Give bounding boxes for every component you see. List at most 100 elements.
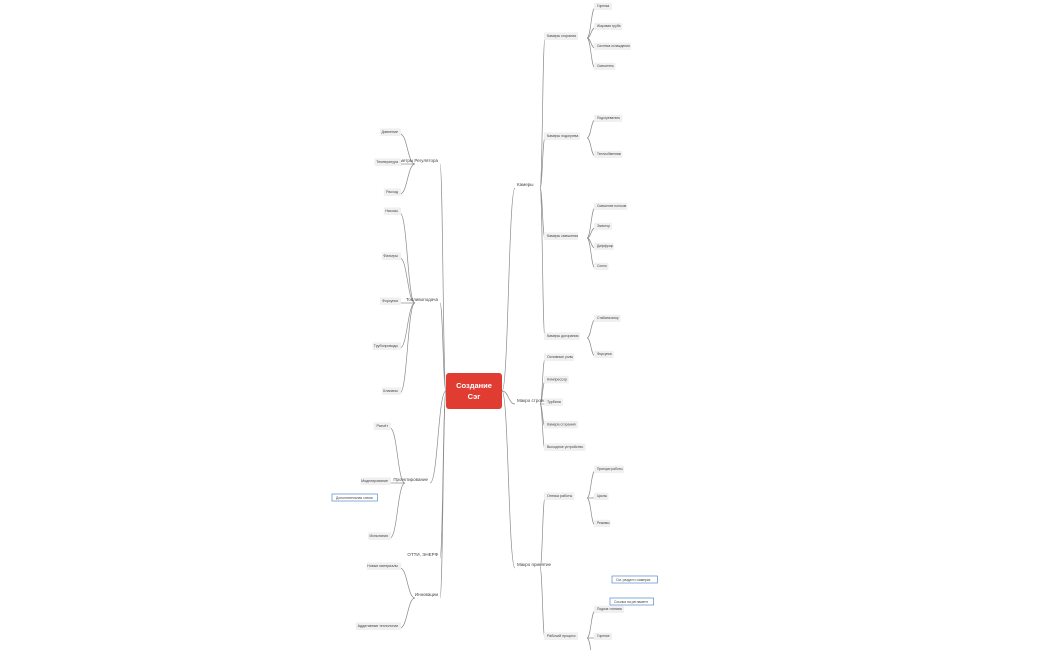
connector-line [439,390,447,599]
subtopic-right-1-4-box [544,443,586,451]
subtopic-right-1-4[interactable]: Выходное устройство [544,443,586,451]
subtopic-left-1-0-box [383,207,401,215]
connector-line [586,470,596,499]
subtopic-left-0-2-text: Расход [386,190,399,194]
callout-border [611,575,658,584]
main-topic-left-1[interactable]: Топливоподача [406,297,439,302]
leaf-right-2-0-0[interactable]: Принцип работы [594,465,625,473]
leaf-right-2-1-0[interactable]: Подача топлива [594,605,625,613]
subtopic-right-1-1[interactable]: Компрессор [544,375,569,384]
leaf-right-2-1-0-text: Подача топлива [597,607,622,611]
subtopic-right-0-3[interactable]: Камеры догорания [544,332,580,340]
subtopic-left-2-0[interactable]: Расчёт [373,422,391,430]
main-topic-left-4-text: Инновации [415,592,439,597]
main-topic-left-3[interactable]: ОТТИ, ЭНЕРФ [407,552,438,557]
leaf-right-0-3-1[interactable]: Форсунки [594,350,614,358]
leaf-right-0-1-0-box [594,114,623,122]
subtopic-right-0-2[interactable]: Камеры смешения [544,232,578,240]
subtopic-left-2-2[interactable]: Испытания [368,532,391,540]
main-topic-right-0-text: Камеры [517,182,533,187]
subtopic-right-0-2-box [544,232,579,240]
subtopic-right-1-3[interactable]: Камера сгорания [544,420,579,429]
callout-text: См. раздел о камерах [616,578,651,582]
leaf-right-2-1-0-box [594,605,625,613]
callout-note[interactable]: См. раздел о камерах [611,575,658,584]
leaf-right-0-0-2[interactable]: Система охлаждения [594,42,631,50]
subtopic-left-0-1[interactable]: Температура [374,158,401,166]
leaf-right-0-0-3[interactable]: Смеситель [594,62,616,70]
callout-border [609,597,654,606]
subtopic-right-1-0-text: Основные узлы [547,355,574,359]
subtopic-left-1-3[interactable]: Трубопроводы [372,342,401,350]
leaf-right-2-1-1[interactable]: Горение [594,632,613,640]
subtopic-right-2-0[interactable]: Оптика работы [544,492,575,500]
callout-note[interactable]: Ссылка на регламент [609,597,654,606]
leaf-right-0-0-0[interactable]: Горелка [594,2,613,11]
subtopic-left-0-0[interactable]: Давление [380,128,401,136]
leaf-right-2-0-1[interactable]: Циклы [594,492,609,500]
leaf-right-0-2-0[interactable]: Смешение потоков [594,202,628,210]
main-topic-left-3-text: ОТТИ, ЭНЕРФ [407,552,438,557]
leaf-right-0-0-1-box [594,22,623,30]
main-topic-left-0[interactable]: Параметры Регулятора [389,158,438,163]
main-topic-left-2[interactable]: Проектирование [393,477,428,482]
subtopic-left-1-4[interactable]: Клапаны [381,387,401,395]
subtopic-left-2-1[interactable]: Моделирование [360,477,391,485]
leaf-right-0-0-1[interactable]: Жаровая труба [594,22,623,30]
subtopic-left-4-0[interactable]: Новые материалы [366,562,401,570]
leaf-right-0-0-0-text: Горелка [597,4,609,8]
main-topic-left-0-text: Параметры Регулятора [389,158,438,163]
subtopic-left-1-4-text: Клапаны [383,389,398,393]
leaf-right-0-0-3-text: Смеситель [597,64,614,68]
leaf-right-2-0-2[interactable]: Режимы [594,519,611,527]
leaf-right-0-2-2[interactable]: Диффузор [594,242,614,250]
subtopic-left-1-4-box [381,387,401,395]
leaf-right-0-1-1[interactable]: Теплообменник [594,150,623,158]
subtopic-left-1-1-box [381,252,401,260]
leaf-right-0-2-0-box [594,202,628,210]
connector-line [399,567,416,599]
main-topic-right-1[interactable]: Макро строение [517,398,551,403]
subtopic-right-2-0-text: Оптика работы [547,494,573,498]
leaf-right-2-1-1-box [594,632,613,640]
connector-line [539,187,546,339]
subtopic-left-0-0-box [380,128,401,136]
subtopic-right-1-2[interactable]: Турбина [544,398,564,406]
subtopic-left-1-1[interactable]: Фильтры [381,252,401,260]
leaf-right-2-0-0-box [594,465,625,473]
leaf-right-0-3-0[interactable]: Стабилизатор [594,314,621,322]
subtopic-left-1-1-text: Фильтры [383,254,398,258]
connector-line [399,257,416,304]
leaf-right-0-0-2-text: Система охлаждения [597,44,630,48]
subtopic-left-1-0[interactable]: Насосы [383,207,401,215]
main-topic-right-1-text: Макро строение [517,398,551,403]
subtopic-right-1-0[interactable]: Основные узлы [544,353,575,361]
leaf-right-0-2-3-box [594,262,609,270]
subtopic-left-2-0-box [373,422,391,430]
subtopic-right-1-3-box [544,420,579,429]
callout-note[interactable]: Дополнительная схема [331,493,378,502]
connector-line [399,133,416,165]
subtopic-left-4-1[interactable]: Аддитивные технологии [355,622,401,630]
subtopic-right-0-1[interactable]: Камеры подогрева [544,132,580,140]
main-topic-left-4[interactable]: Инновации [415,592,439,597]
connector-line [586,610,596,639]
leaf-right-0-1-0[interactable]: Подогреватель [594,114,623,122]
leaf-right-2-0-1-box [594,492,609,500]
subtopic-right-0-0[interactable]: Камеры сгорания [544,32,579,40]
connector-line [429,390,447,484]
subtopic-left-1-2[interactable]: Форсунки [380,297,401,305]
subtopic-left-0-1-box [374,158,401,166]
connector-line [586,497,596,526]
subtopic-left-0-2[interactable]: Расход [383,188,401,196]
main-topic-right-0[interactable]: Камеры [517,182,533,187]
subtopic-right-2-1[interactable]: Рабочий процесс [544,632,579,640]
subtopic-right-1-1-box [544,375,569,384]
subtopic-left-2-1-text: Моделирование [361,479,388,483]
central-topic[interactable]: Создание Сэг [446,373,502,409]
subtopic-right-1-0-box [544,353,575,361]
leaf-right-0-2-3[interactable]: Сопло [594,262,609,270]
subtopic-left-0-2-box [383,188,401,196]
main-topic-right-2[interactable]: Макро принятие [517,562,551,567]
leaf-right-0-2-1[interactable]: Эжектор [594,222,613,230]
